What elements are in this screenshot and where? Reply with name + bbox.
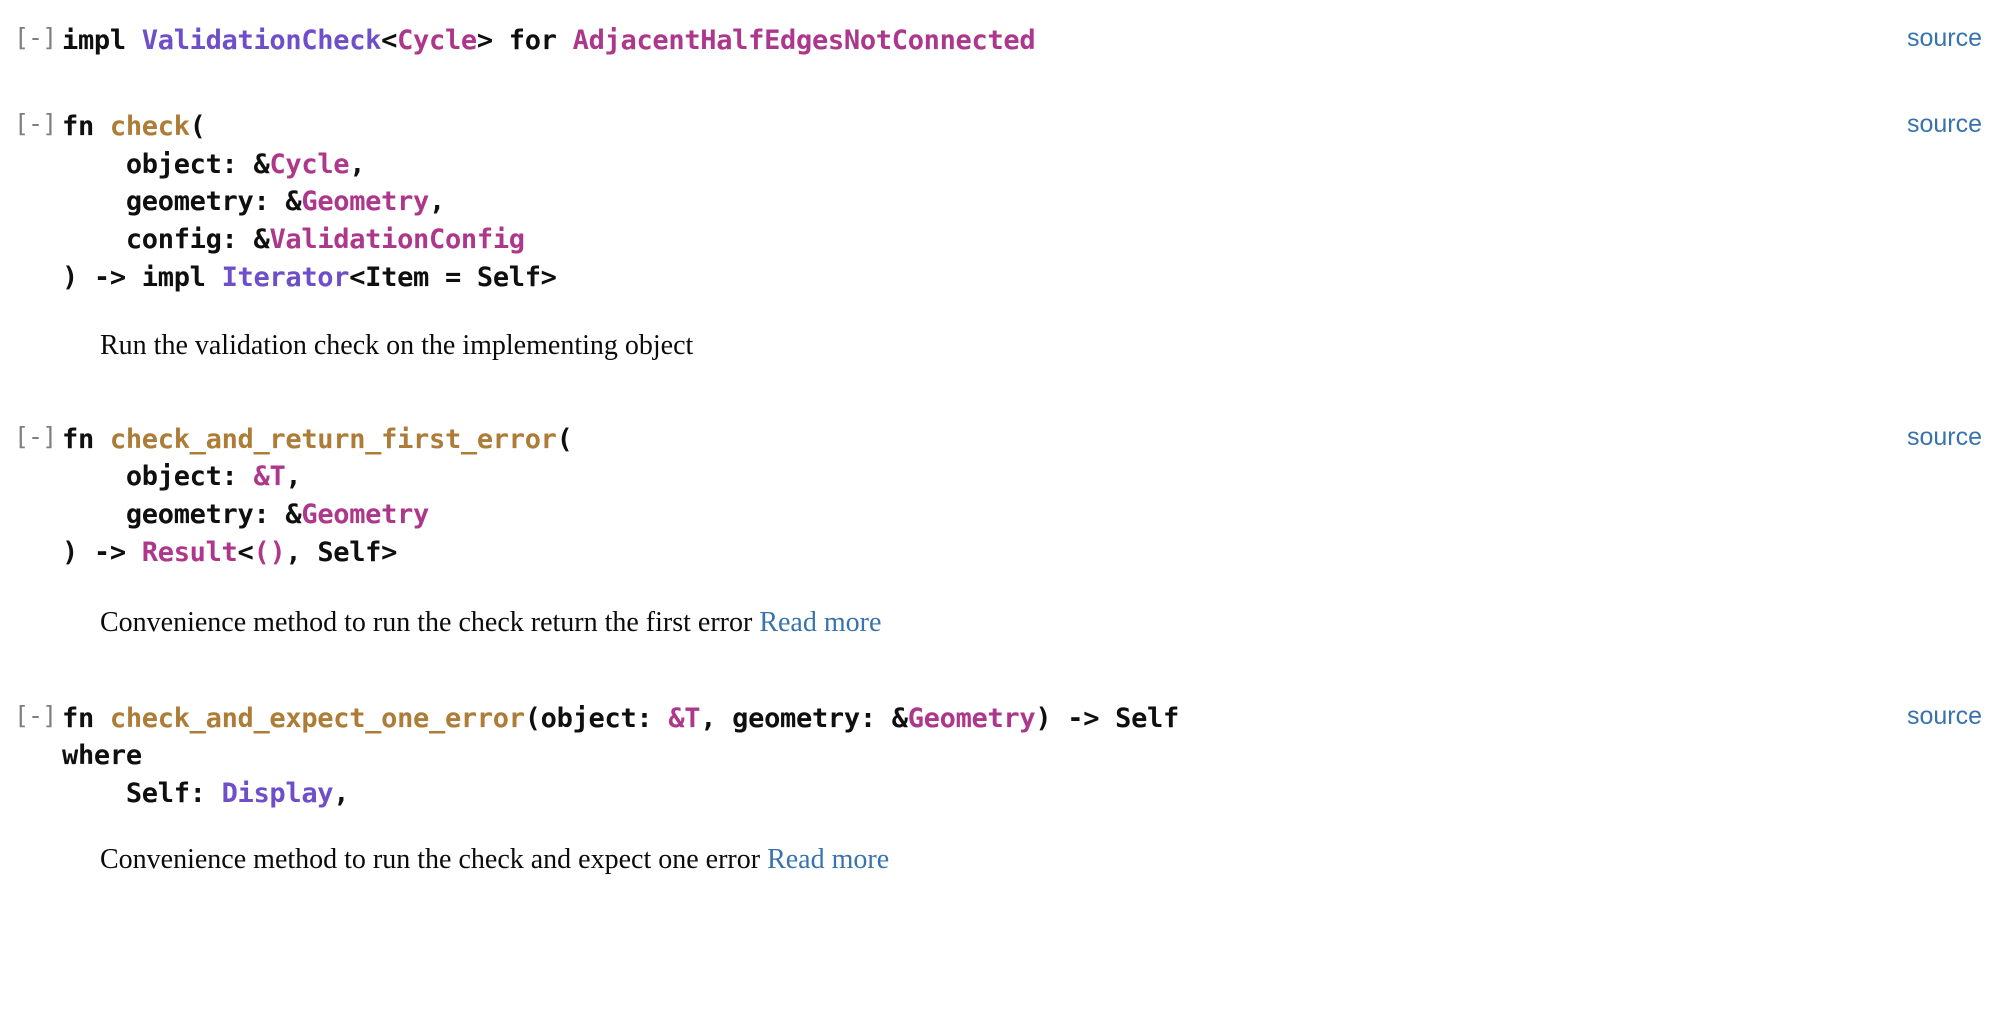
impl-header-signature-row: [-] impl ValidationCheck<Cycle> for Adja… — [14, 22, 1982, 60]
type-link-geometry[interactable]: Geometry — [301, 499, 430, 531]
ampersand: & — [253, 148, 270, 180]
return-arrow-prefix: ) -> — [62, 536, 142, 568]
source-link-check[interactable]: source — [1906, 109, 1982, 138]
type-generic-t[interactable]: T — [684, 702, 701, 734]
impl-header-item: [-] impl ValidationCheck<Cycle> for Adja… — [14, 22, 1982, 60]
type-generic-t[interactable]: T — [269, 461, 286, 493]
source-link-check-and-return-first-error[interactable]: source — [1906, 422, 1982, 451]
param-comma: , — [429, 186, 445, 218]
keyword-fn: fn — [62, 110, 110, 142]
method-signature-code-check: fn check( object: &Cycle, geometry: &Geo… — [62, 111, 557, 293]
keyword-for: for — [508, 25, 573, 56]
docblock-text: Convenience method to run the check retu… — [100, 606, 760, 638]
ampersand: & — [668, 702, 685, 734]
fn-name-check-and-return-first-error[interactable]: check_and_return_first_error — [109, 423, 557, 455]
inline-sig-mid: , geometry: — [700, 702, 892, 734]
rustdoc-impl-page: [-] impl ValidationCheck<Cycle> for Adja… — [0, 22, 1996, 1012]
open-paren: ( — [556, 423, 573, 455]
fn-name-check[interactable]: check — [109, 110, 190, 142]
collapse-toggle-icon[interactable]: [-] — [14, 108, 57, 138]
collapse-toggle-icon[interactable]: [-] — [14, 23, 57, 52]
source-link-check-and-expect-one-error[interactable]: source — [1906, 701, 1982, 730]
param-indent — [62, 149, 126, 180]
param-indent — [62, 461, 126, 492]
method-item-check: [-] fn check( object: &Cycle, geometry: … — [14, 108, 1982, 365]
type-link-cycle[interactable]: Cycle — [269, 148, 350, 180]
keyword-fn: fn — [62, 702, 110, 734]
keyword-impl: impl — [62, 25, 142, 56]
type-link-cycle[interactable]: Cycle — [397, 25, 477, 56]
source-link-impl[interactable]: source — [1906, 24, 1982, 52]
trait-link-validationcheck[interactable]: ValidationCheck — [141, 25, 382, 56]
collapse-toggle-icon[interactable]: [-] — [14, 700, 57, 730]
param-name-object: object: — [125, 461, 254, 493]
return-assoc-type: <Item = Self> — [349, 261, 557, 293]
param-comma: , — [285, 461, 302, 493]
method-item-check-and-expect-one-error: [-] fn check_and_expect_one_error(object… — [14, 700, 1982, 879]
method-signature-row-check-and-expect-one-error: [-] fn check_and_expect_one_error(object… — [14, 700, 1982, 813]
param-indent — [62, 499, 126, 530]
docblock-check: Run the validation check on the implemen… — [14, 327, 1982, 365]
read-more-link[interactable]: Read more — [767, 843, 890, 875]
where-bound-self: Self: — [62, 778, 222, 810]
impl-header-code: impl ValidationCheck<Cycle> for Adjacent… — [62, 25, 1036, 56]
generic-close-bracket: > — [476, 25, 509, 56]
inline-sig-close: ) -> Self — [1035, 702, 1179, 734]
method-signature-code-check-and-expect-one-error: fn check_and_expect_one_error(object: &T… — [62, 703, 1179, 810]
method-signature-code-check-and-return-first-error: fn check_and_return_first_error( object:… — [62, 424, 573, 568]
fn-name-check-and-expect-one-error[interactable]: check_and_expect_one_error — [109, 702, 525, 734]
generic-open-bracket: < — [381, 25, 398, 56]
return-generic-open: < — [237, 536, 254, 568]
type-link-geometry[interactable]: Geometry — [907, 702, 1036, 734]
ampersand: & — [253, 461, 270, 493]
method-signature-row-check-and-return-first-error: [-] fn check_and_return_first_error( obj… — [14, 421, 1982, 572]
type-link-result[interactable]: Result — [141, 536, 238, 568]
param-indent — [62, 224, 126, 255]
docblock-check-and-return-first-error: Convenience method to run the check retu… — [14, 604, 1982, 642]
return-generic-rest: , Self> — [285, 536, 398, 568]
param-name-config: config: — [125, 224, 254, 256]
param-name-geometry: geometry: — [125, 186, 286, 218]
param-comma: , — [349, 148, 366, 180]
docblock-text: Run the validation check on the implemen… — [100, 329, 694, 361]
type-link-geometry[interactable]: Geometry — [301, 186, 430, 218]
param-name-geometry: geometry: — [125, 499, 286, 531]
open-paren: ( — [189, 110, 206, 142]
keyword-where: where — [62, 740, 142, 772]
method-signature-row-check: [-] fn check( object: &Cycle, geometry: … — [14, 108, 1982, 297]
unit-type: () — [253, 536, 286, 568]
ampersand: & — [253, 224, 270, 256]
inline-sig-open: (object: — [524, 702, 669, 734]
type-link-display[interactable]: Display — [221, 778, 334, 810]
ampersand: & — [285, 499, 302, 531]
docblock-text: Convenience method to run the check and … — [100, 843, 768, 875]
type-link-adjacenthalfedgesnotconnected[interactable]: AdjacentHalfEdgesNotConnected — [572, 25, 1036, 56]
param-indent — [62, 186, 126, 217]
ampersand: & — [285, 186, 302, 218]
type-link-validationconfig[interactable]: ValidationConfig — [269, 224, 525, 256]
param-name-object: object: — [125, 148, 254, 180]
return-arrow-prefix: ) -> impl — [62, 261, 222, 293]
method-item-check-and-return-first-error: [-] fn check_and_return_first_error( obj… — [14, 421, 1982, 642]
collapse-toggle-icon[interactable]: [-] — [14, 421, 57, 451]
docblock-check-and-expect-one-error: Convenience method to run the check and … — [14, 841, 1982, 879]
type-link-iterator[interactable]: Iterator — [221, 261, 350, 293]
where-bound-comma: , — [333, 778, 350, 810]
keyword-fn: fn — [62, 423, 110, 455]
ampersand: & — [891, 702, 908, 734]
read-more-link[interactable]: Read more — [759, 606, 882, 638]
